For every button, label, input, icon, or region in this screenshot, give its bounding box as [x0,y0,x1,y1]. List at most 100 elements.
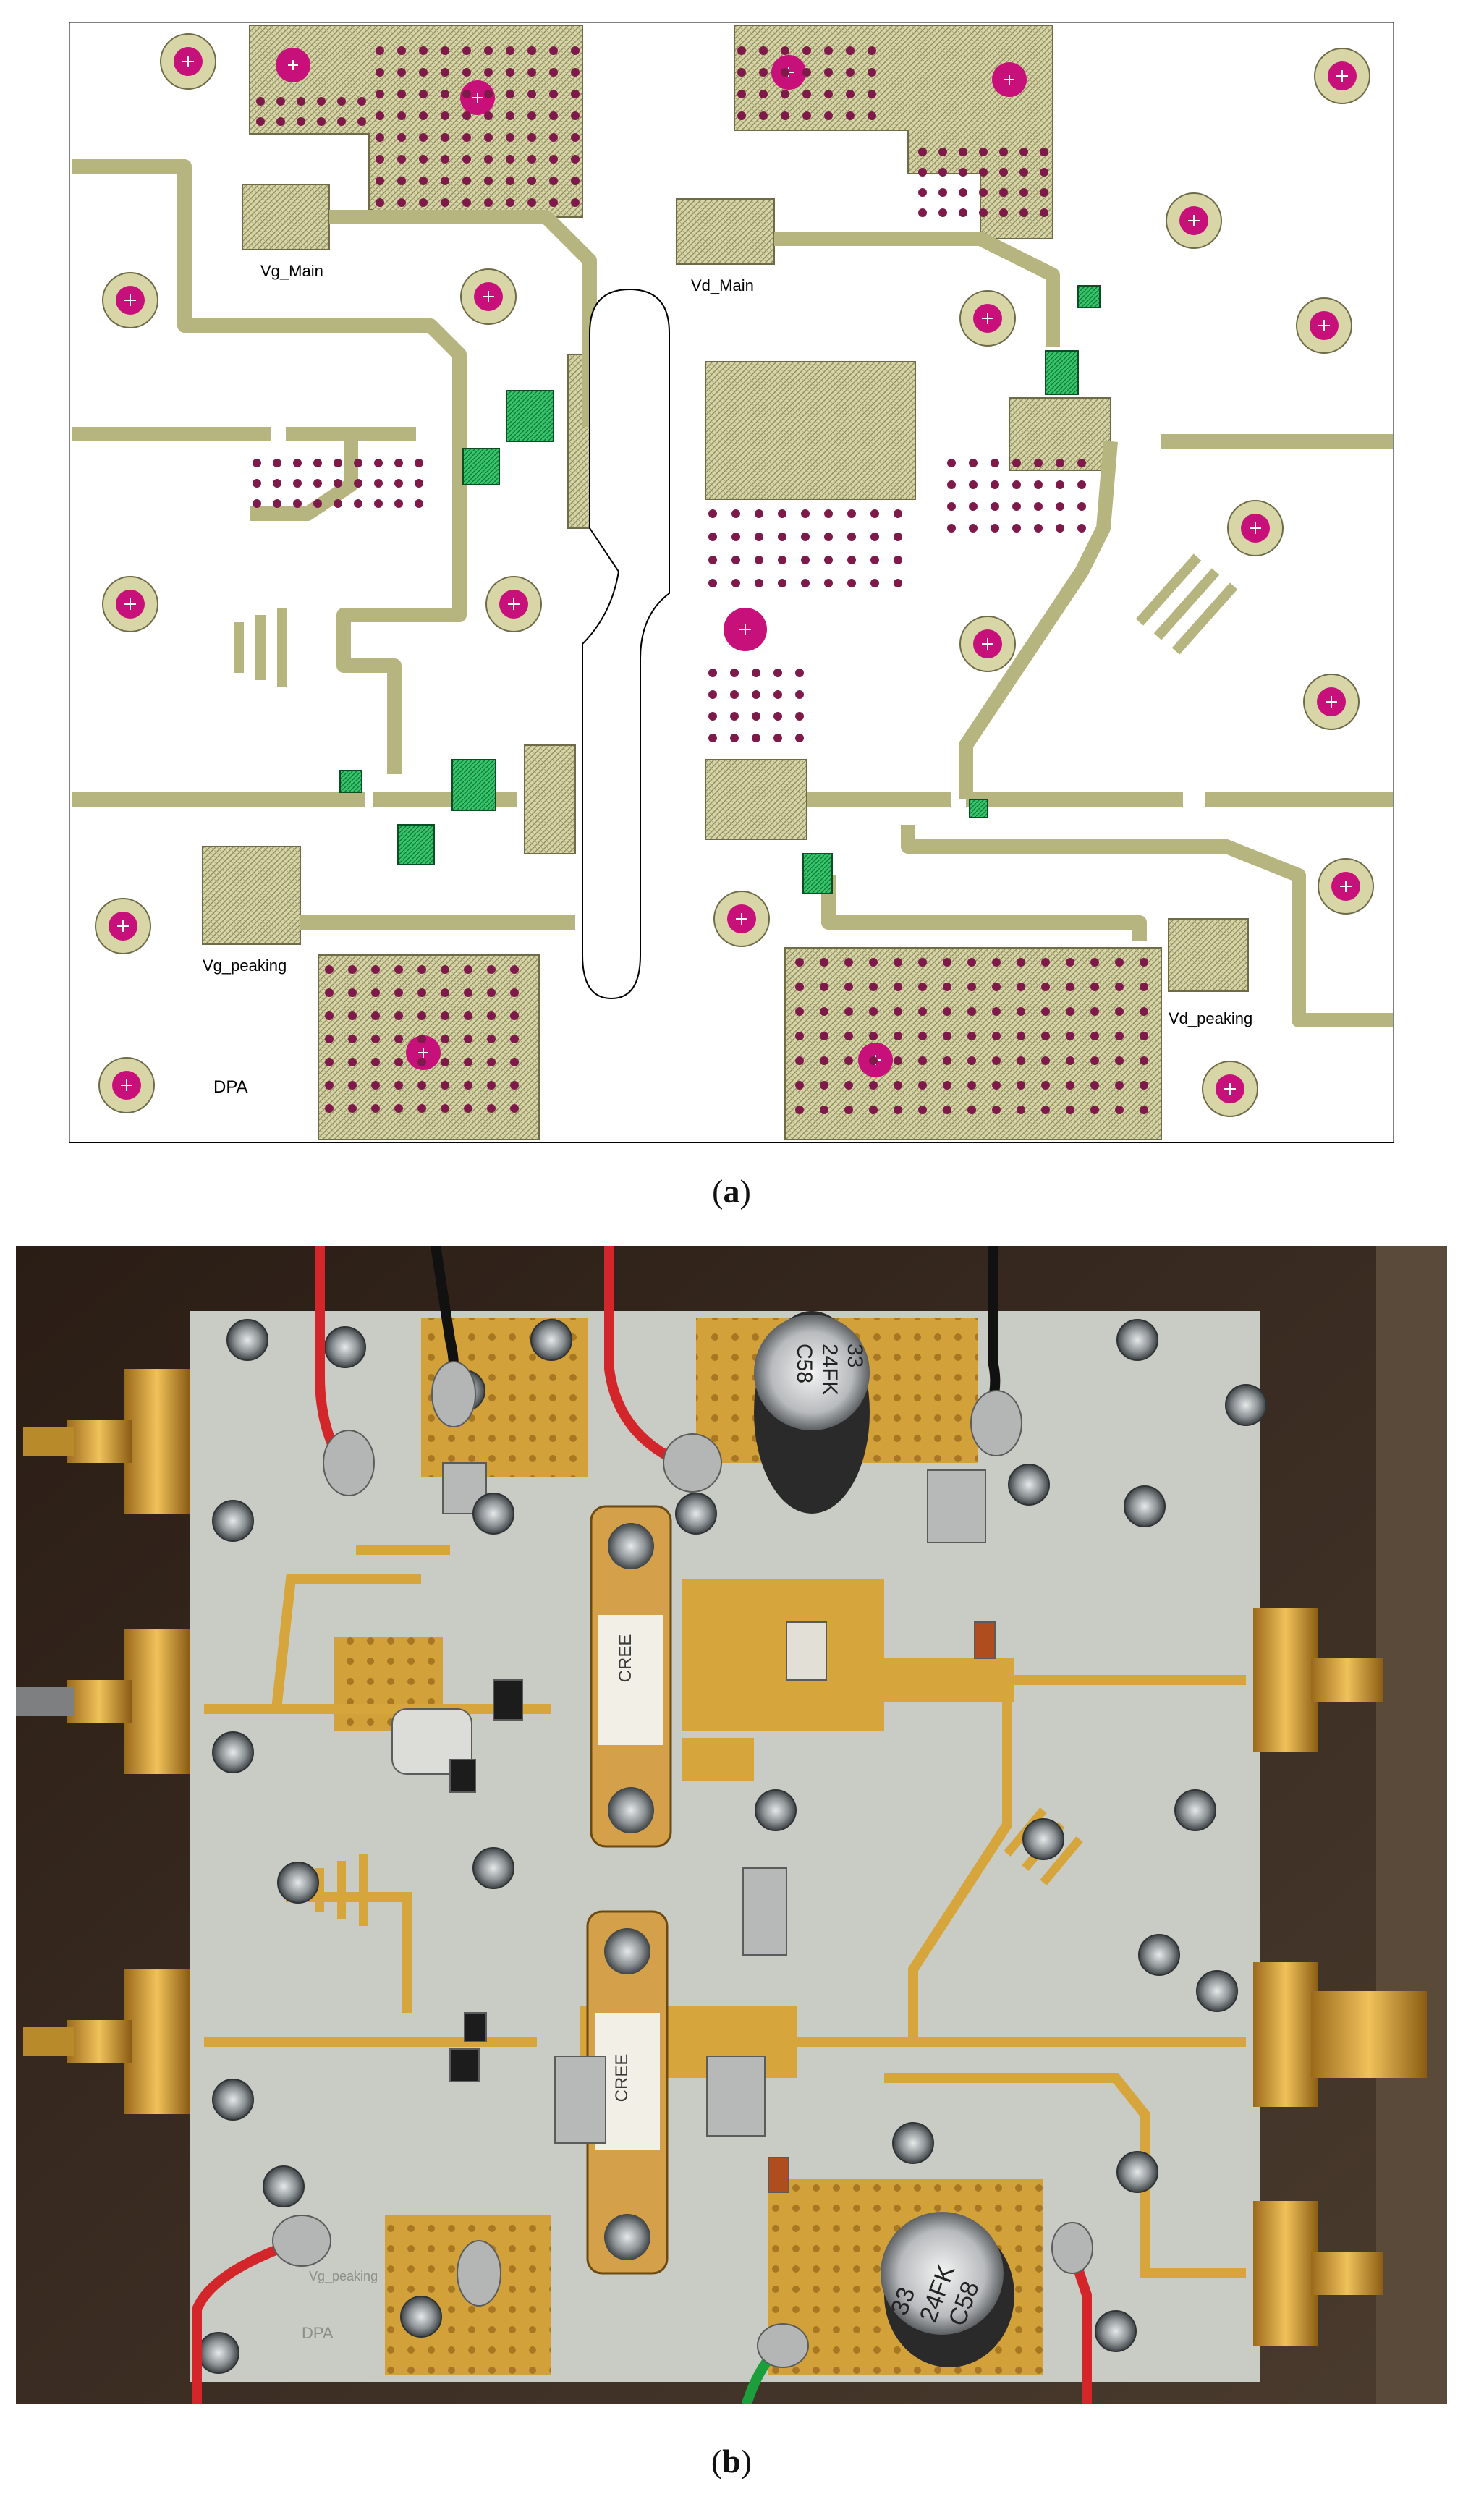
via [795,734,804,742]
screw [472,1847,514,1889]
via [870,579,879,587]
via [441,988,449,997]
via [1066,1056,1074,1065]
via [371,988,380,997]
via [1140,958,1148,967]
via [506,198,514,207]
via [464,1058,472,1066]
via [487,965,496,974]
via [510,988,519,997]
via [376,111,384,120]
via [918,1007,927,1016]
photo-label-peaking: Vg_peaking [309,2269,378,2284]
sma-left-top [23,1369,190,1514]
via [846,111,855,120]
via [464,988,472,997]
via [894,579,902,587]
via [313,459,322,467]
via [1066,1081,1074,1090]
via [820,1106,828,1114]
via [419,68,428,77]
transistor-top-brand: CREE [616,1634,635,1683]
via [824,579,833,587]
smd-photo-components [391,1462,996,2193]
via [991,480,999,489]
via [417,1081,426,1090]
via [795,958,804,967]
via [506,133,514,142]
ground-screws [95,33,1374,1117]
via [947,459,956,467]
via [374,479,383,488]
via [755,579,763,587]
via [462,133,471,142]
via [844,958,853,967]
via [708,712,717,721]
via [394,988,403,997]
via [510,1104,519,1113]
via [394,459,403,467]
via [801,556,810,564]
via [869,983,878,991]
via [394,499,403,508]
via [484,46,493,55]
via [487,1011,496,1020]
screw [212,2079,254,2121]
via [348,1104,357,1113]
main-gate-component [506,390,554,442]
via [847,579,856,587]
via [868,90,876,98]
plane-screws [276,48,1027,1077]
via [1017,1106,1025,1114]
via [795,690,804,699]
via [894,958,902,967]
via [869,1106,878,1114]
via [894,1056,902,1065]
via [325,1081,334,1090]
via [354,499,362,508]
via [462,155,471,164]
via [487,1035,496,1043]
via [708,734,717,742]
via [419,198,428,207]
via [737,46,746,55]
via [847,509,856,518]
drain-bias-cap [1077,285,1101,308]
via [992,958,1001,967]
via [708,533,717,541]
via [894,533,902,541]
via [484,177,493,185]
via [394,1104,403,1113]
via [820,1081,828,1090]
via [527,90,536,98]
capacitor-top: 33 24FK C58 [754,1311,870,1514]
via [317,117,326,126]
via [870,509,879,518]
via [1066,958,1074,967]
via [1090,1081,1099,1090]
via [773,669,782,677]
via [325,1058,334,1066]
via [527,68,536,77]
via [1034,480,1043,489]
via [938,208,947,217]
via [824,111,833,120]
via [999,148,1008,156]
screw [324,1326,366,1368]
gnd-plane-bottom-right [784,947,1162,1140]
via [947,502,956,511]
via [549,46,558,55]
ground-planes [249,25,1162,1140]
via [846,46,855,55]
via [325,1104,334,1113]
via [943,958,951,967]
via [752,712,760,721]
via [868,68,876,77]
via [795,712,804,721]
via [967,1007,976,1016]
via [1115,983,1124,991]
via [484,111,493,120]
via [732,556,740,564]
sma-right-bottom [1253,2201,1383,2346]
smd-components [339,285,1101,894]
